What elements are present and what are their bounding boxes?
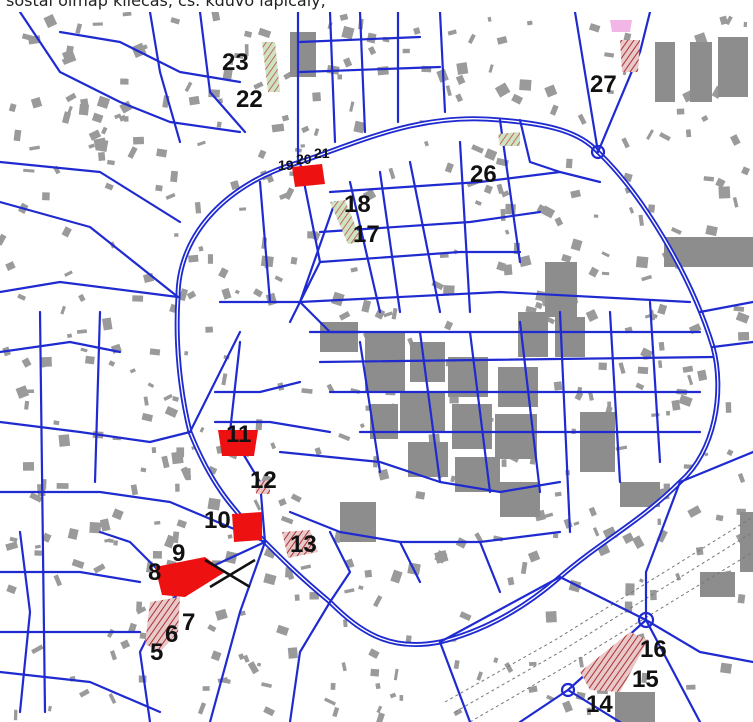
street-network bbox=[0, 12, 753, 722]
site-label-8[interactable]: 8 bbox=[148, 559, 161, 586]
caption-text: sostal olmap kliecas, cs. kduvo lapicaly… bbox=[6, 0, 326, 10]
ring-road bbox=[174, 116, 721, 698]
site-label-27[interactable]: 27 bbox=[590, 71, 617, 98]
site-label-22[interactable]: 22 bbox=[236, 86, 263, 113]
site-label-12[interactable]: 12 bbox=[250, 467, 277, 494]
site-label-18[interactable]: 18 bbox=[344, 191, 371, 218]
site-label-19[interactable]: 19 bbox=[278, 157, 294, 173]
site-label-21[interactable]: 21 bbox=[314, 145, 330, 161]
site-label-16[interactable]: 16 bbox=[640, 636, 667, 663]
site-label-23[interactable]: 23 bbox=[222, 49, 249, 76]
site-label-13[interactable]: 13 bbox=[290, 531, 317, 558]
site-label-9[interactable]: 9 bbox=[172, 540, 185, 567]
site-label-14[interactable]: 14 bbox=[586, 691, 613, 718]
site-label-10[interactable]: 10 bbox=[204, 507, 231, 534]
site-label-17[interactable]: 17 bbox=[353, 221, 380, 248]
site-label-5[interactable]: 5 bbox=[150, 639, 163, 666]
city-center-blocks bbox=[290, 32, 753, 722]
site-label-26[interactable]: 26 bbox=[470, 161, 497, 188]
site-label-20[interactable]: 20 bbox=[296, 151, 312, 167]
caption-strip: sostal olmap kliecas, cs. kduvo lapicaly… bbox=[0, 0, 753, 14]
railway bbox=[444, 516, 753, 722]
site-label-7[interactable]: 7 bbox=[182, 609, 195, 636]
site-label-11[interactable]: 11 bbox=[226, 421, 251, 448]
highlighted-sites bbox=[145, 20, 648, 692]
site-label-6[interactable]: 6 bbox=[165, 621, 178, 648]
map-canvas[interactable]: 23 22 27 19 20 21 26 18 17 11 12 10 13 9… bbox=[0, 12, 753, 722]
site-labels: 23 22 27 19 20 21 26 18 17 11 12 10 13 9… bbox=[148, 49, 667, 718]
site-label-15[interactable]: 15 bbox=[632, 666, 659, 693]
